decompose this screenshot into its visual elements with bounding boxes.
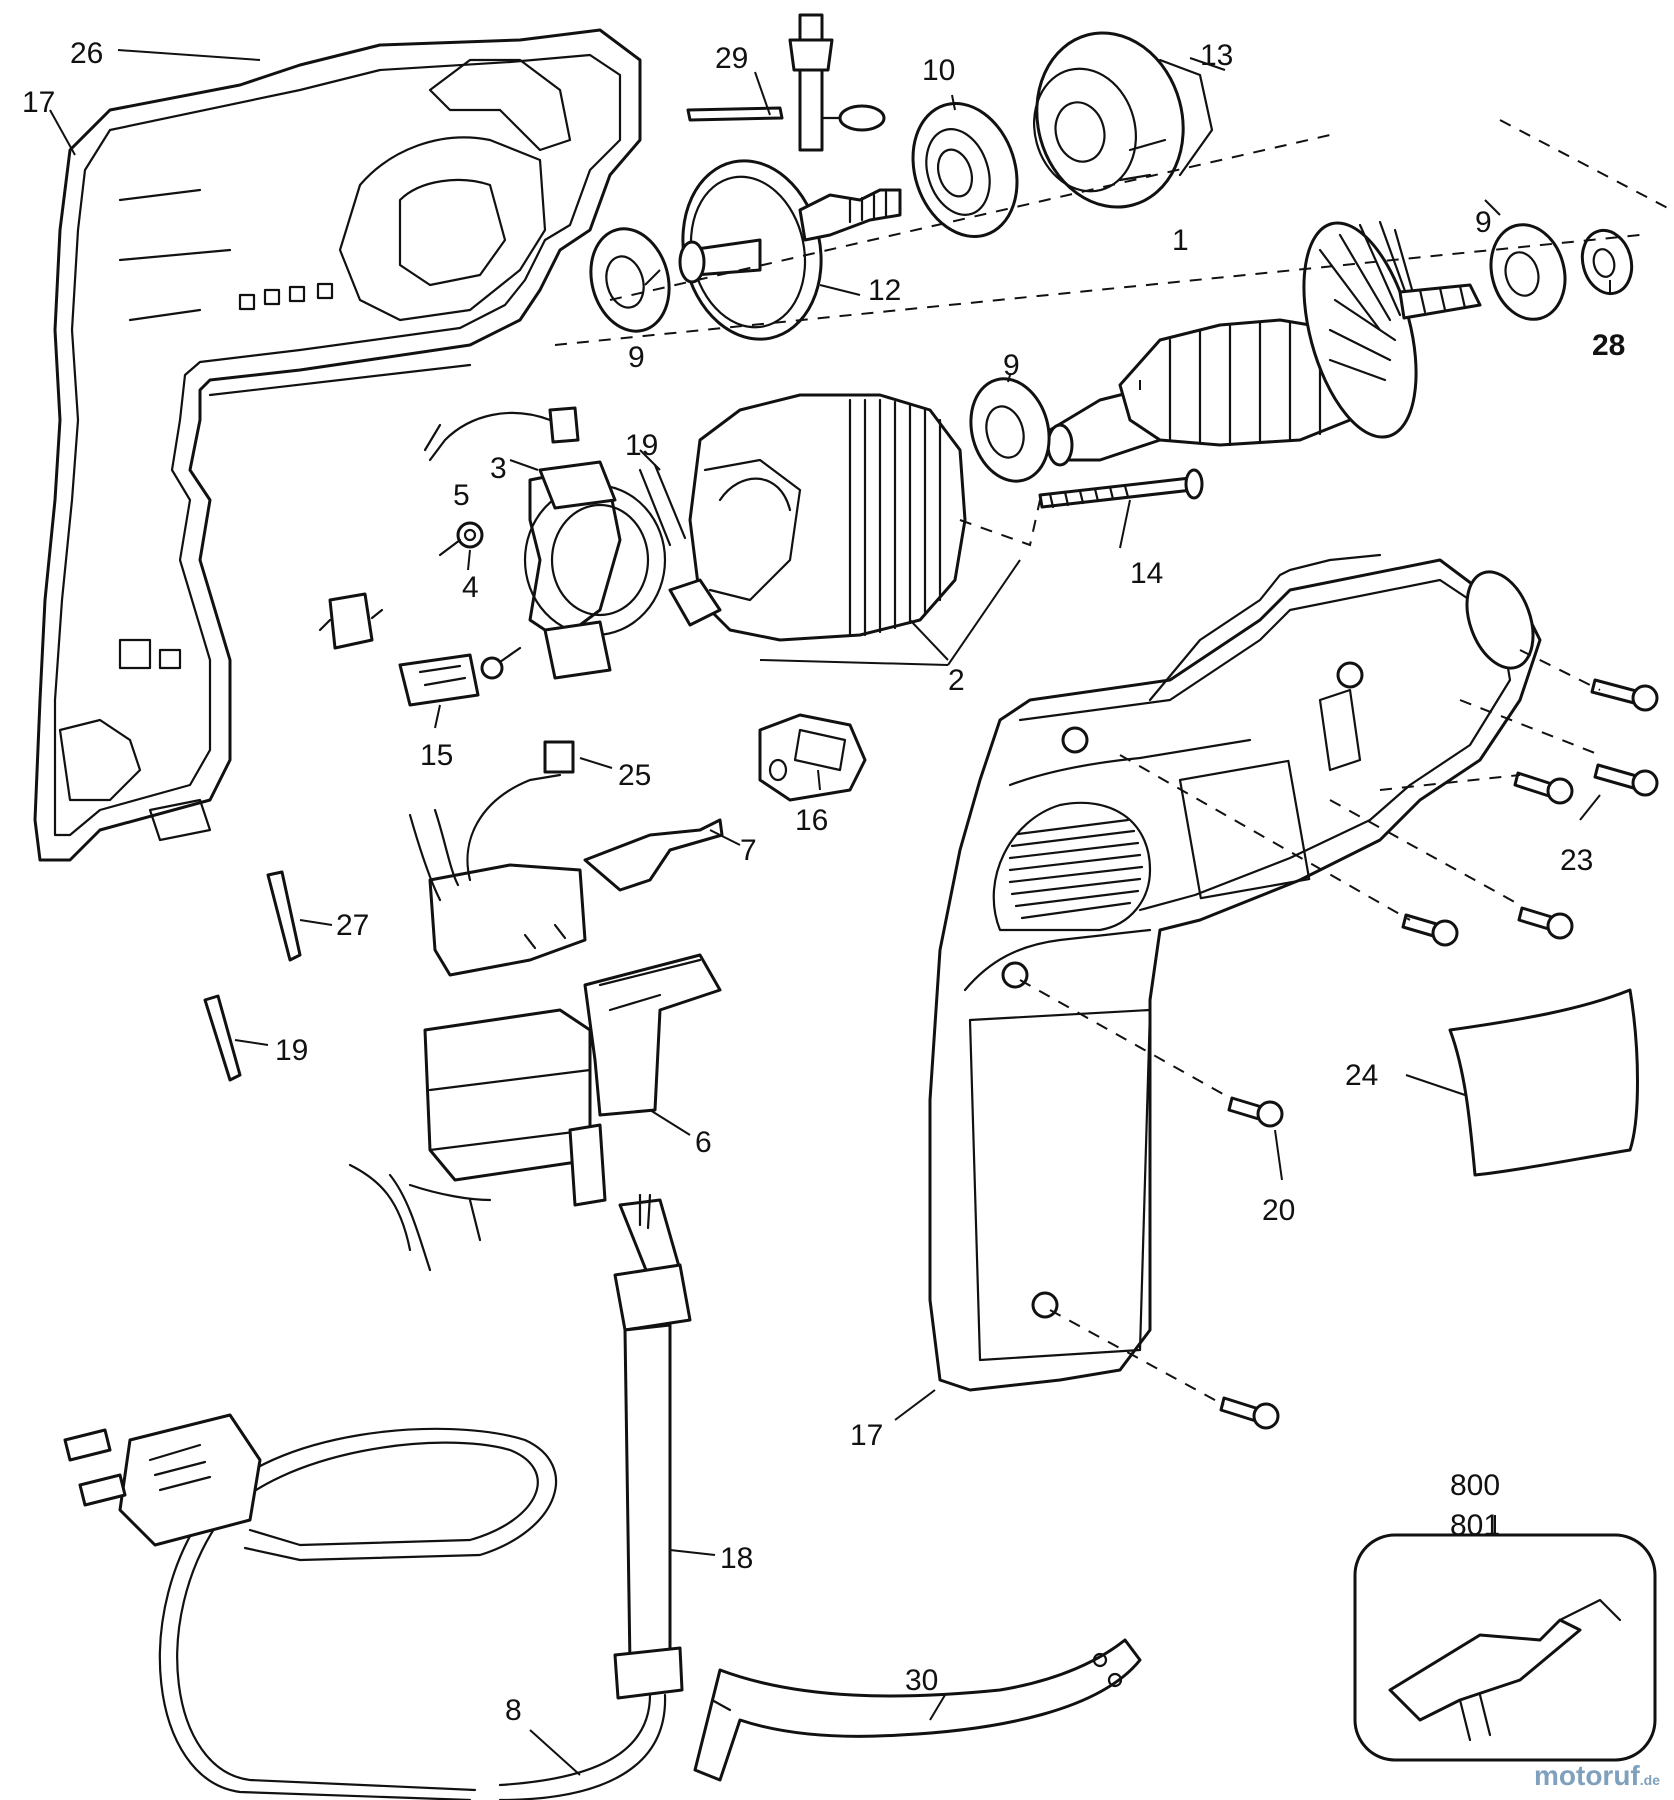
leader-lines [49,49,1611,1776]
screw-20 [1227,1096,1284,1128]
label-23: 23 [1560,844,1593,877]
label-7: 7 [740,834,757,867]
label-25: 25 [618,759,651,792]
spring-small [480,646,522,680]
label-plate [1448,988,1639,1177]
label-13: 13 [1200,39,1233,72]
label-24: 24 [1345,1059,1378,1092]
label-9-right: 9 [1475,206,1492,239]
brush-holder [523,460,667,680]
watermark-suffix: .de [1639,1772,1660,1788]
watermark: motoruf.de [1534,1760,1660,1792]
power-cord [63,1193,692,1800]
label-800: 800 [1450,1469,1500,1502]
armature [1046,220,1482,467]
terminal-wire-19-upper [638,463,687,547]
label-14: 14 [1130,557,1163,590]
label-6: 6 [695,1126,712,1159]
label-5: 5 [453,479,470,512]
brush-box-15 [398,653,480,707]
label-8: 8 [505,1694,522,1727]
left-housing-half [33,28,642,862]
terminal-19-lower [203,994,242,1082]
callout-labels: 26 17 29 10 13 1 9 28 12 9 9 3 19 5 4 14… [22,37,1625,1727]
label-26: 26 [70,37,103,70]
label-12: 12 [868,274,901,307]
label-30: 30 [905,1664,938,1697]
screw-bottom [1219,1396,1280,1430]
switch-capacitor [408,740,724,977]
label-27: 27 [336,909,369,942]
brush-box-left [318,592,384,650]
screw-23-e [1517,906,1574,940]
trigger-switch [348,953,722,1272]
spindle-gear [678,159,902,341]
label-3: 3 [490,452,507,485]
screw-23-c [1593,763,1659,797]
screw-23-a [1590,678,1659,712]
label-801: 801 [1450,1509,1500,1542]
label-16: 16 [795,804,828,837]
label-28: 28 [1592,329,1625,362]
label-15: 15 [420,739,453,772]
brush-spring [438,521,484,557]
long-screw [1038,468,1204,509]
drill-chuck [1033,31,1214,209]
label-4: 4 [462,571,479,604]
label-17-bottom: 17 [850,1419,883,1452]
carbon-brush-16 [758,713,867,802]
label-9-left: 9 [628,341,645,374]
kit-box [1353,1533,1657,1762]
label-19-lower: 19 [275,1034,308,1067]
label-1: 1 [1172,224,1189,257]
label-9-center: 9 [1003,349,1020,382]
cord-clamp [693,1638,1142,1782]
label-18: 18 [720,1542,753,1575]
label-29: 29 [715,42,748,75]
screw-23-b [1513,771,1574,805]
label-2: 2 [948,664,965,697]
bearing-10 [911,102,1019,238]
label-17-top: 17 [22,86,55,119]
bearing-9-right [1489,223,1567,321]
label-19-upper: 19 [625,429,658,462]
label-20: 20 [1262,1194,1295,1227]
bearing-28 [1580,228,1634,296]
screw-23-d [1401,913,1459,947]
motor-field [668,393,967,642]
watermark-brand: motoruf [1534,1760,1640,1791]
brush-with-lead [423,406,580,462]
bearing-9-left [589,227,671,333]
label-10: 10 [922,54,955,87]
bearing-9-center [969,377,1051,483]
terminal-27 [266,870,302,962]
chuck-key [686,13,886,152]
right-housing-half [928,553,1542,1392]
